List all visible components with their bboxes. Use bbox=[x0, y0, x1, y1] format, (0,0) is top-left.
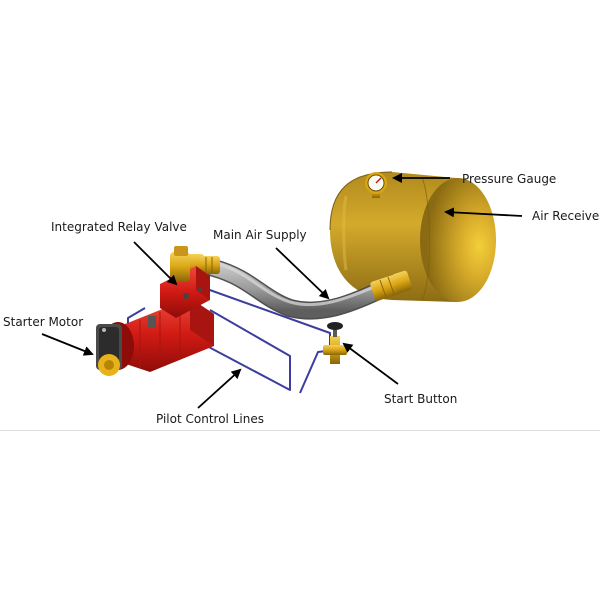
label-pressure-gauge: Pressure Gauge bbox=[462, 172, 557, 186]
label-integrated-relay-valve: Integrated Relay Valve bbox=[51, 220, 187, 234]
label-starter-motor: Starter Motor bbox=[3, 315, 84, 329]
divider bbox=[0, 430, 600, 431]
arrow-pilot-control-lines bbox=[197, 368, 242, 409]
label-pilot-control-lines: Pilot Control Lines bbox=[156, 412, 264, 426]
label-start-button: Start Button bbox=[384, 392, 458, 406]
arrow-starter-motor bbox=[41, 333, 94, 356]
pressure-gauge bbox=[365, 172, 387, 198]
leader-arrows bbox=[41, 173, 523, 409]
label-air-receiver: Air Receiver bbox=[532, 209, 600, 223]
starter-motor bbox=[96, 298, 214, 376]
arrow-air-receiver bbox=[444, 207, 523, 218]
main-air-supply-hose bbox=[205, 259, 385, 320]
arrow-start-button bbox=[342, 342, 399, 385]
air-receiver-tank bbox=[329, 171, 496, 302]
arrow-integrated-relay-valve bbox=[133, 241, 178, 286]
label-main-air-supply: Main Air Supply bbox=[213, 228, 307, 242]
arrow-main-air-supply bbox=[275, 247, 330, 300]
start-button-valve bbox=[323, 322, 347, 364]
hose-fitting-tank bbox=[370, 270, 412, 301]
